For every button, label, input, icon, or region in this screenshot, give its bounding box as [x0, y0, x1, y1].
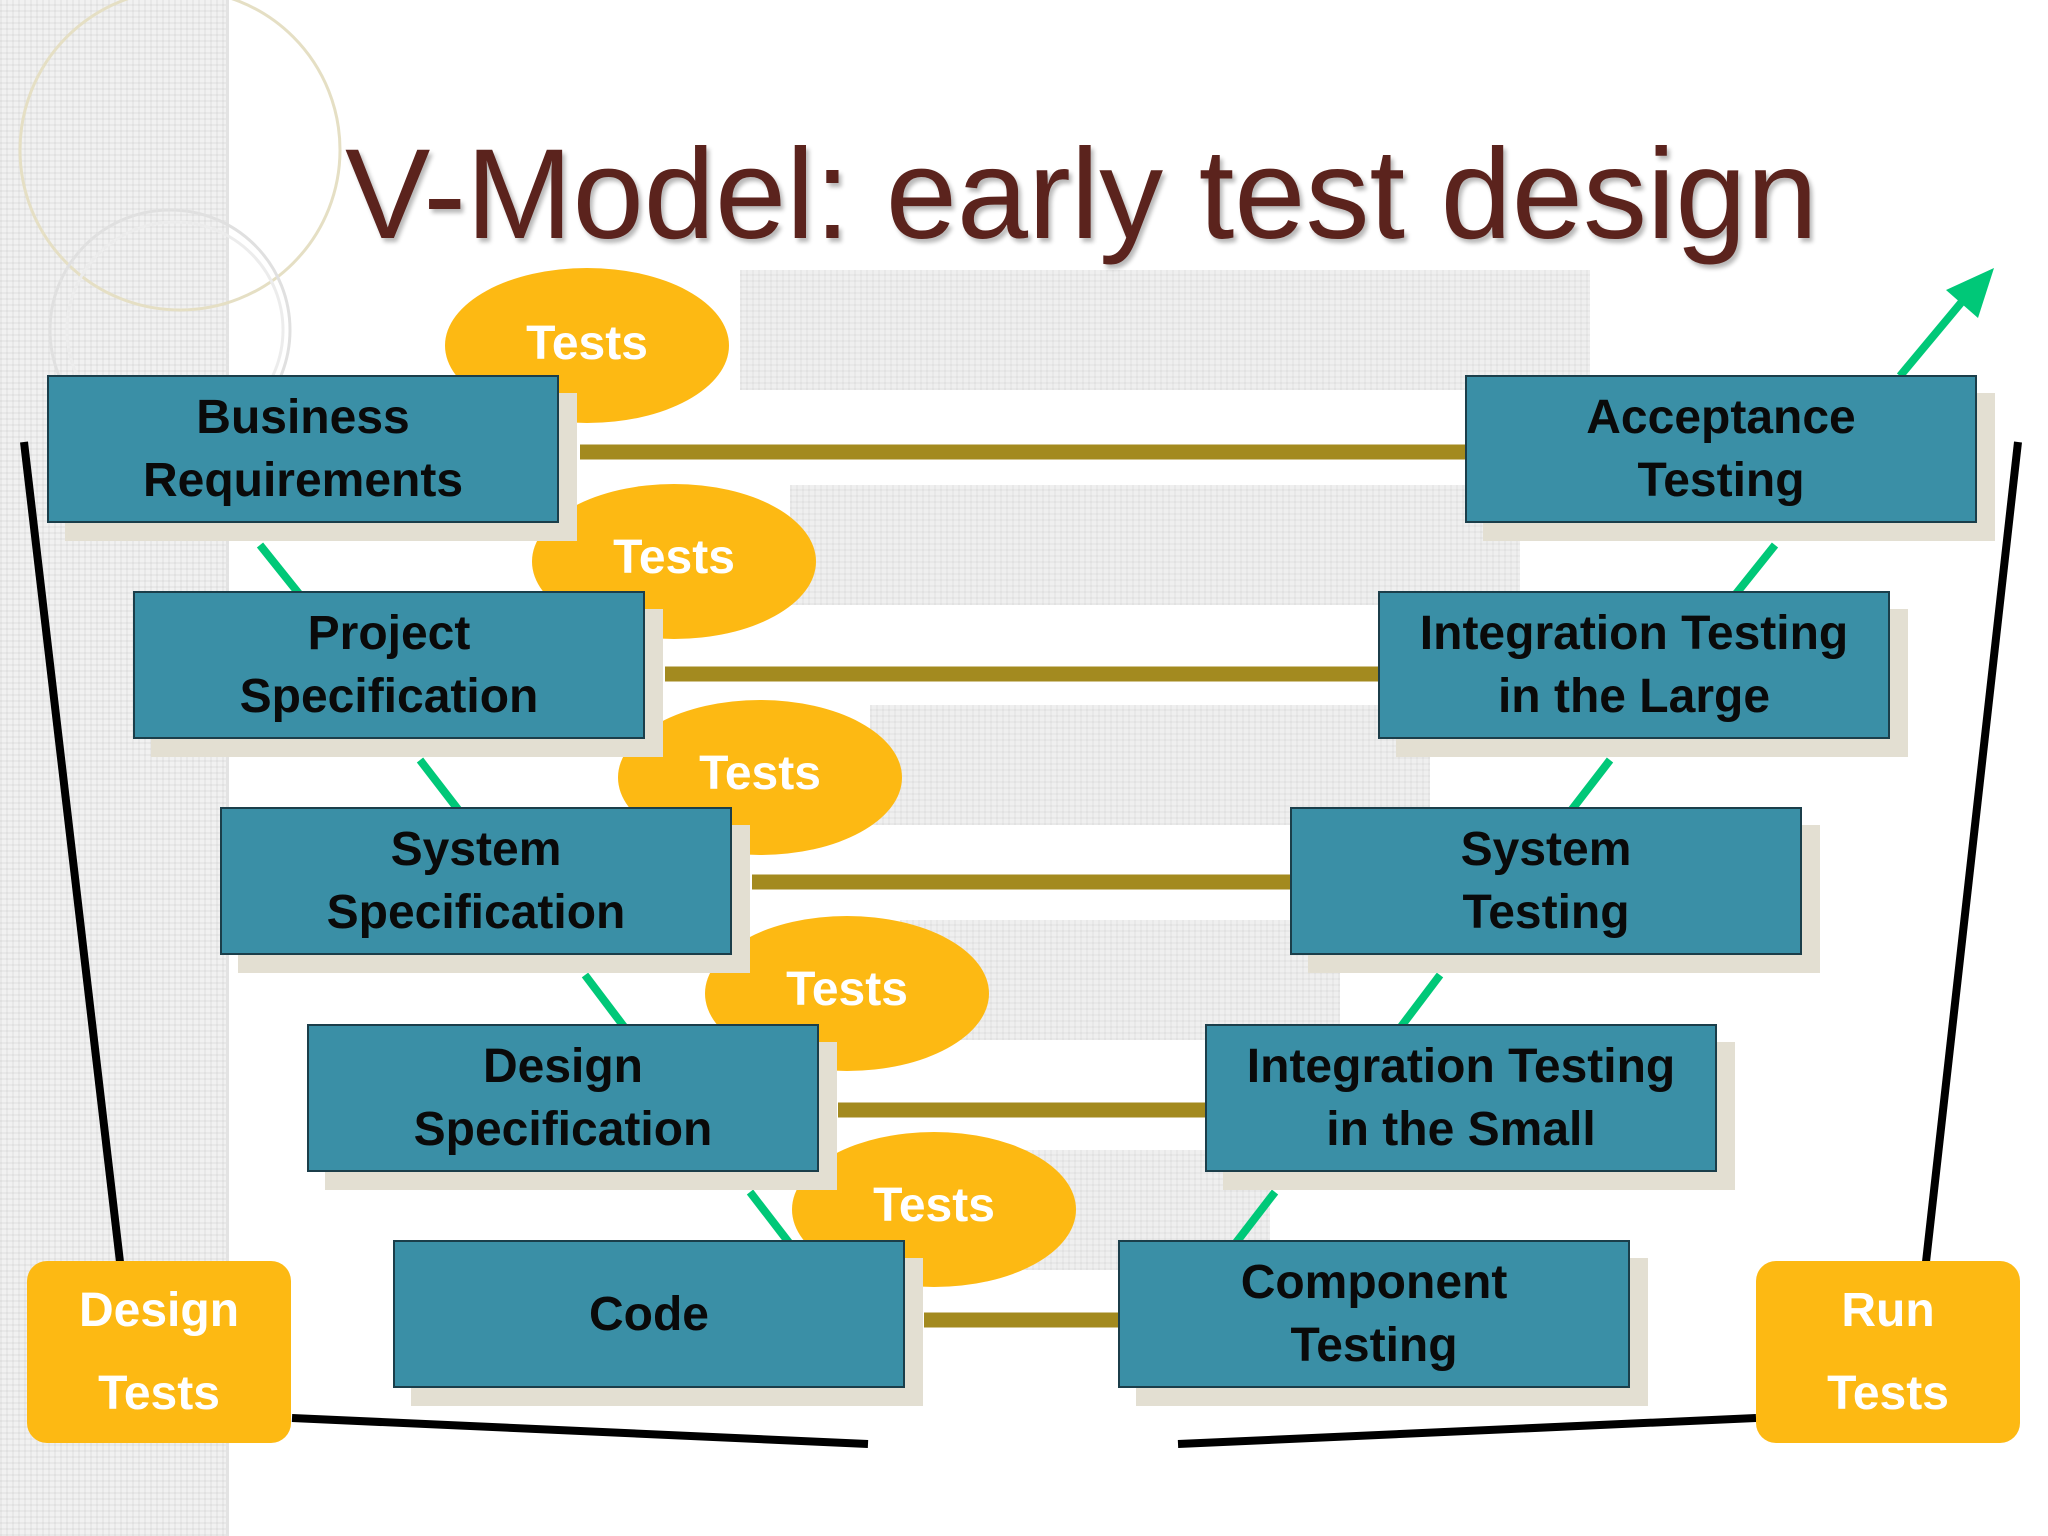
stage-integration-testing-small: Integration Testing in the Small [1205, 1024, 1717, 1172]
tests-label: Tests [786, 963, 908, 1016]
design-tests-line: Design [78, 1284, 240, 1337]
stage-label: Specification [413, 1103, 713, 1156]
stage-label: Testing [1462, 886, 1630, 939]
stage-label: in the Large [1497, 670, 1771, 723]
stage-label: Specification [239, 670, 539, 723]
frame-line-right [1922, 441, 2022, 1263]
background-band [740, 270, 1590, 390]
frame-line-bottom-left [291, 1414, 869, 1448]
stage-label: System [390, 823, 562, 876]
background-band [900, 920, 1340, 1040]
stage-integration-testing-large: Integration Testing in the Large [1378, 591, 1890, 739]
run-tests-label: Run Tests [1756, 1261, 2020, 1443]
v-line-right [1566, 757, 1614, 815]
v-line-right [1396, 972, 1444, 1031]
arrowhead-icon [1946, 268, 1994, 318]
tests-ellipse: Tests [618, 700, 902, 855]
decorative-circles [18, 0, 342, 400]
stage-label: Project [307, 607, 471, 660]
stage-label: Testing [1637, 454, 1805, 507]
stage-label: Component [1240, 1256, 1508, 1309]
background-band [870, 705, 1430, 825]
design-tests-line: Tests [98, 1367, 220, 1420]
tests-label: Tests [526, 317, 648, 370]
stage-label: Requirements [142, 454, 464, 507]
v-line-left [256, 542, 304, 598]
run-tests-line: Tests [1827, 1367, 1949, 1420]
stage-label: in the Small [1326, 1103, 1596, 1156]
design-tests-label: Design Tests [27, 1261, 291, 1443]
stage-label: Integration Testing [1246, 1040, 1676, 1093]
stage-label: Code [589, 1287, 709, 1341]
page-title: V-Model: early test design [345, 123, 1818, 266]
stage-label: Design [482, 1040, 643, 1093]
run-tests-line: Run [1841, 1284, 1935, 1337]
tests-label: Tests [873, 1179, 995, 1232]
v-line-right [1731, 542, 1779, 598]
frame-line-bottom-right [1177, 1414, 1757, 1448]
v-line-right [1231, 1189, 1279, 1247]
stage-label: Acceptance [1586, 391, 1856, 444]
stage-label: System [1460, 823, 1632, 876]
stage-label: Integration Testing [1419, 607, 1849, 660]
v-line-left [416, 757, 464, 815]
v-line-left [746, 1189, 794, 1247]
stage-label: Business [196, 391, 410, 444]
tests-label: Tests [613, 531, 735, 584]
v-line-left [581, 972, 629, 1031]
stage-label: Testing [1290, 1319, 1458, 1372]
frame-line-left [20, 441, 124, 1263]
tests-ellipse: Tests [792, 1132, 1076, 1287]
background-band [790, 485, 1520, 605]
stage-code: Code [393, 1240, 905, 1388]
tests-ellipse: Tests [445, 268, 729, 423]
tests-label: Tests [699, 747, 821, 800]
stripe-edge [226, 0, 229, 1536]
stage-label: Specification [326, 886, 626, 939]
